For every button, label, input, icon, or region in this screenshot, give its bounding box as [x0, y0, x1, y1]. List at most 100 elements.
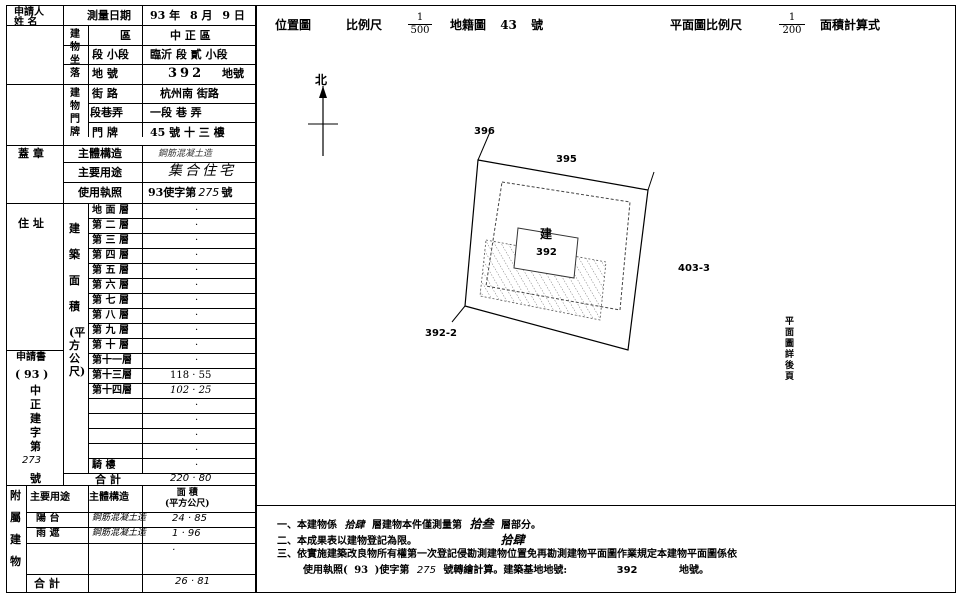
survey-date-label: 測量日期	[87, 9, 131, 22]
land-no-unit: 地號	[222, 67, 244, 80]
floor-value: 118 · 55	[170, 370, 212, 381]
applicant-label: 申請人 姓 名	[14, 7, 44, 28]
cadastral-label: 地籍圖 43 號	[450, 18, 544, 32]
main-structure-value: 鋼筋混凝土造	[158, 149, 213, 159]
floor-value: ·	[195, 460, 199, 471]
lane-label: 段巷弄	[90, 106, 123, 119]
total-value: 220 · 80	[170, 473, 212, 484]
floor-value: ·	[195, 325, 199, 336]
survey-date: 93 年 8 月 9 日	[150, 9, 245, 22]
building-outline	[485, 181, 631, 311]
seat-label: 建 物 坐 落	[70, 29, 80, 79]
floor-label: 第 九 層	[92, 325, 129, 336]
door-label: 建 物 門 牌	[70, 88, 80, 138]
parcel-3922-label: 392-2	[425, 328, 457, 339]
annex-area: 1 · 96	[172, 528, 201, 539]
parcel-395-label: 395	[556, 154, 577, 165]
right-panel-frame	[256, 5, 956, 593]
permit-label: 使用執照	[78, 186, 122, 199]
app-label: 申請書	[16, 352, 46, 363]
land-no-label: 地 號	[92, 67, 118, 80]
floor-label: 第 四 層	[92, 250, 129, 261]
left-form-frame	[6, 5, 256, 593]
section-label: 段 小段	[92, 48, 129, 61]
lane-value: 一段 巷 弄	[150, 106, 202, 119]
floor-label: 第十四層	[92, 385, 132, 396]
note-1: 一、本建物係 拾肆 層建物本件僅測量第 拾叁 層部分。	[277, 517, 541, 531]
street-value: 杭州南 街路	[160, 87, 219, 100]
floor-value: ·	[195, 415, 199, 426]
floor-value: ·	[195, 400, 199, 411]
annex-structure: 鋼筋混凝土造	[92, 513, 147, 523]
annex-use: 陽 台	[36, 513, 60, 524]
main-structure-label: 主體構造	[78, 147, 122, 160]
floor-plan-scale-label: 平面圖比例尺	[670, 18, 743, 32]
floor-value: 102 · 25	[170, 385, 212, 396]
annex-area-header: 面 積 (平方公尺)	[165, 488, 210, 509]
floor-value: ·	[195, 445, 199, 456]
note-3: 三、依實施建築改良物所有權第一次登記侵勘測建物位置免再勘測建物平面圖作業規定本建…	[277, 549, 737, 560]
floor-label: 第 七 層	[92, 295, 129, 306]
floor-value: ·	[195, 340, 199, 351]
app-word: 中 正 建 字 第	[30, 384, 41, 453]
floor-value: ·	[195, 430, 199, 441]
parcel-396-label: 396	[474, 126, 495, 137]
land-no-value: 392	[168, 66, 205, 81]
annex-use: 雨 遮	[36, 528, 60, 539]
area-calc-label: 面積計算式	[820, 18, 881, 32]
floor-value: ·	[195, 355, 199, 366]
floor-value: ·	[195, 280, 199, 291]
floor-value: ·	[195, 310, 199, 321]
floor-label: 第十三層	[92, 370, 132, 381]
north-label: 北	[315, 73, 328, 87]
annex-area: 24 · 85	[172, 513, 207, 524]
annex-total-value: 26 · 81	[175, 576, 210, 587]
floor-label: 第 二 層	[92, 220, 129, 231]
app-unit: 號	[30, 472, 41, 485]
address-label: 住 址	[18, 217, 44, 230]
annex-structure-header: 主體構造	[89, 492, 129, 503]
note-2: 二、本成果表以建物登記為限。 拾肆	[277, 533, 525, 547]
note-3-cont: 使用執照( 93 )使字第 275 號轉繪計算。建築基地地號: 392 地號。	[303, 565, 709, 576]
annex-use-header: 主要用途	[30, 492, 70, 503]
floor-label: 第 三 層	[92, 235, 129, 246]
building-no: 392	[536, 247, 557, 258]
door-no-value: 45 號 十 三 樓	[150, 126, 225, 139]
main-use-label: 主要用途	[78, 166, 122, 179]
floor-label: 第 五 層	[92, 265, 129, 276]
floor-label: 第十一層	[92, 355, 132, 366]
north-arrow-icon	[308, 86, 338, 156]
floor-value: ·	[195, 205, 199, 216]
total-label: 合 計	[95, 473, 121, 486]
building-char: 建	[540, 227, 553, 241]
app-year: ( 93 )	[15, 368, 49, 381]
district-label: 區	[120, 29, 131, 42]
main-use-value: 集合住宅	[168, 163, 236, 179]
app-no: 273	[22, 455, 42, 466]
parcel-392-boundary	[464, 159, 649, 351]
vertical-note: 平面圖詳後頁	[783, 316, 793, 382]
annex-structure: 鋼筋混凝土造	[92, 528, 147, 538]
annex-label: 附 屬 建 物	[10, 489, 21, 568]
street-label: 街 路	[92, 87, 118, 100]
floor-value: ·	[195, 235, 199, 246]
floor-label: 第 八 層	[92, 310, 129, 321]
floor-value: ·	[195, 295, 199, 306]
floor-value: ·	[195, 250, 199, 261]
section-value: 臨沂 段 貳 小段	[150, 48, 228, 61]
door-no-label: 門 牌	[92, 126, 118, 139]
annex-area: ·	[172, 545, 176, 556]
scale-label: 比例尺	[346, 18, 383, 32]
floor-label: 地 面 層	[92, 205, 129, 216]
floor-value: ·	[195, 220, 199, 231]
annex-total-label: 合 計	[34, 577, 60, 590]
unit-block	[513, 227, 579, 279]
seal-label: 蓋 章	[18, 147, 44, 160]
location-map-label: 位置圖	[275, 18, 312, 32]
area-vertical-label: 建 築 面 積 (平 方 公 尺)	[69, 222, 86, 378]
floor-label: 騎 樓	[92, 460, 116, 471]
floor-value: ·	[195, 265, 199, 276]
floor-label: 第 六 層	[92, 280, 129, 291]
